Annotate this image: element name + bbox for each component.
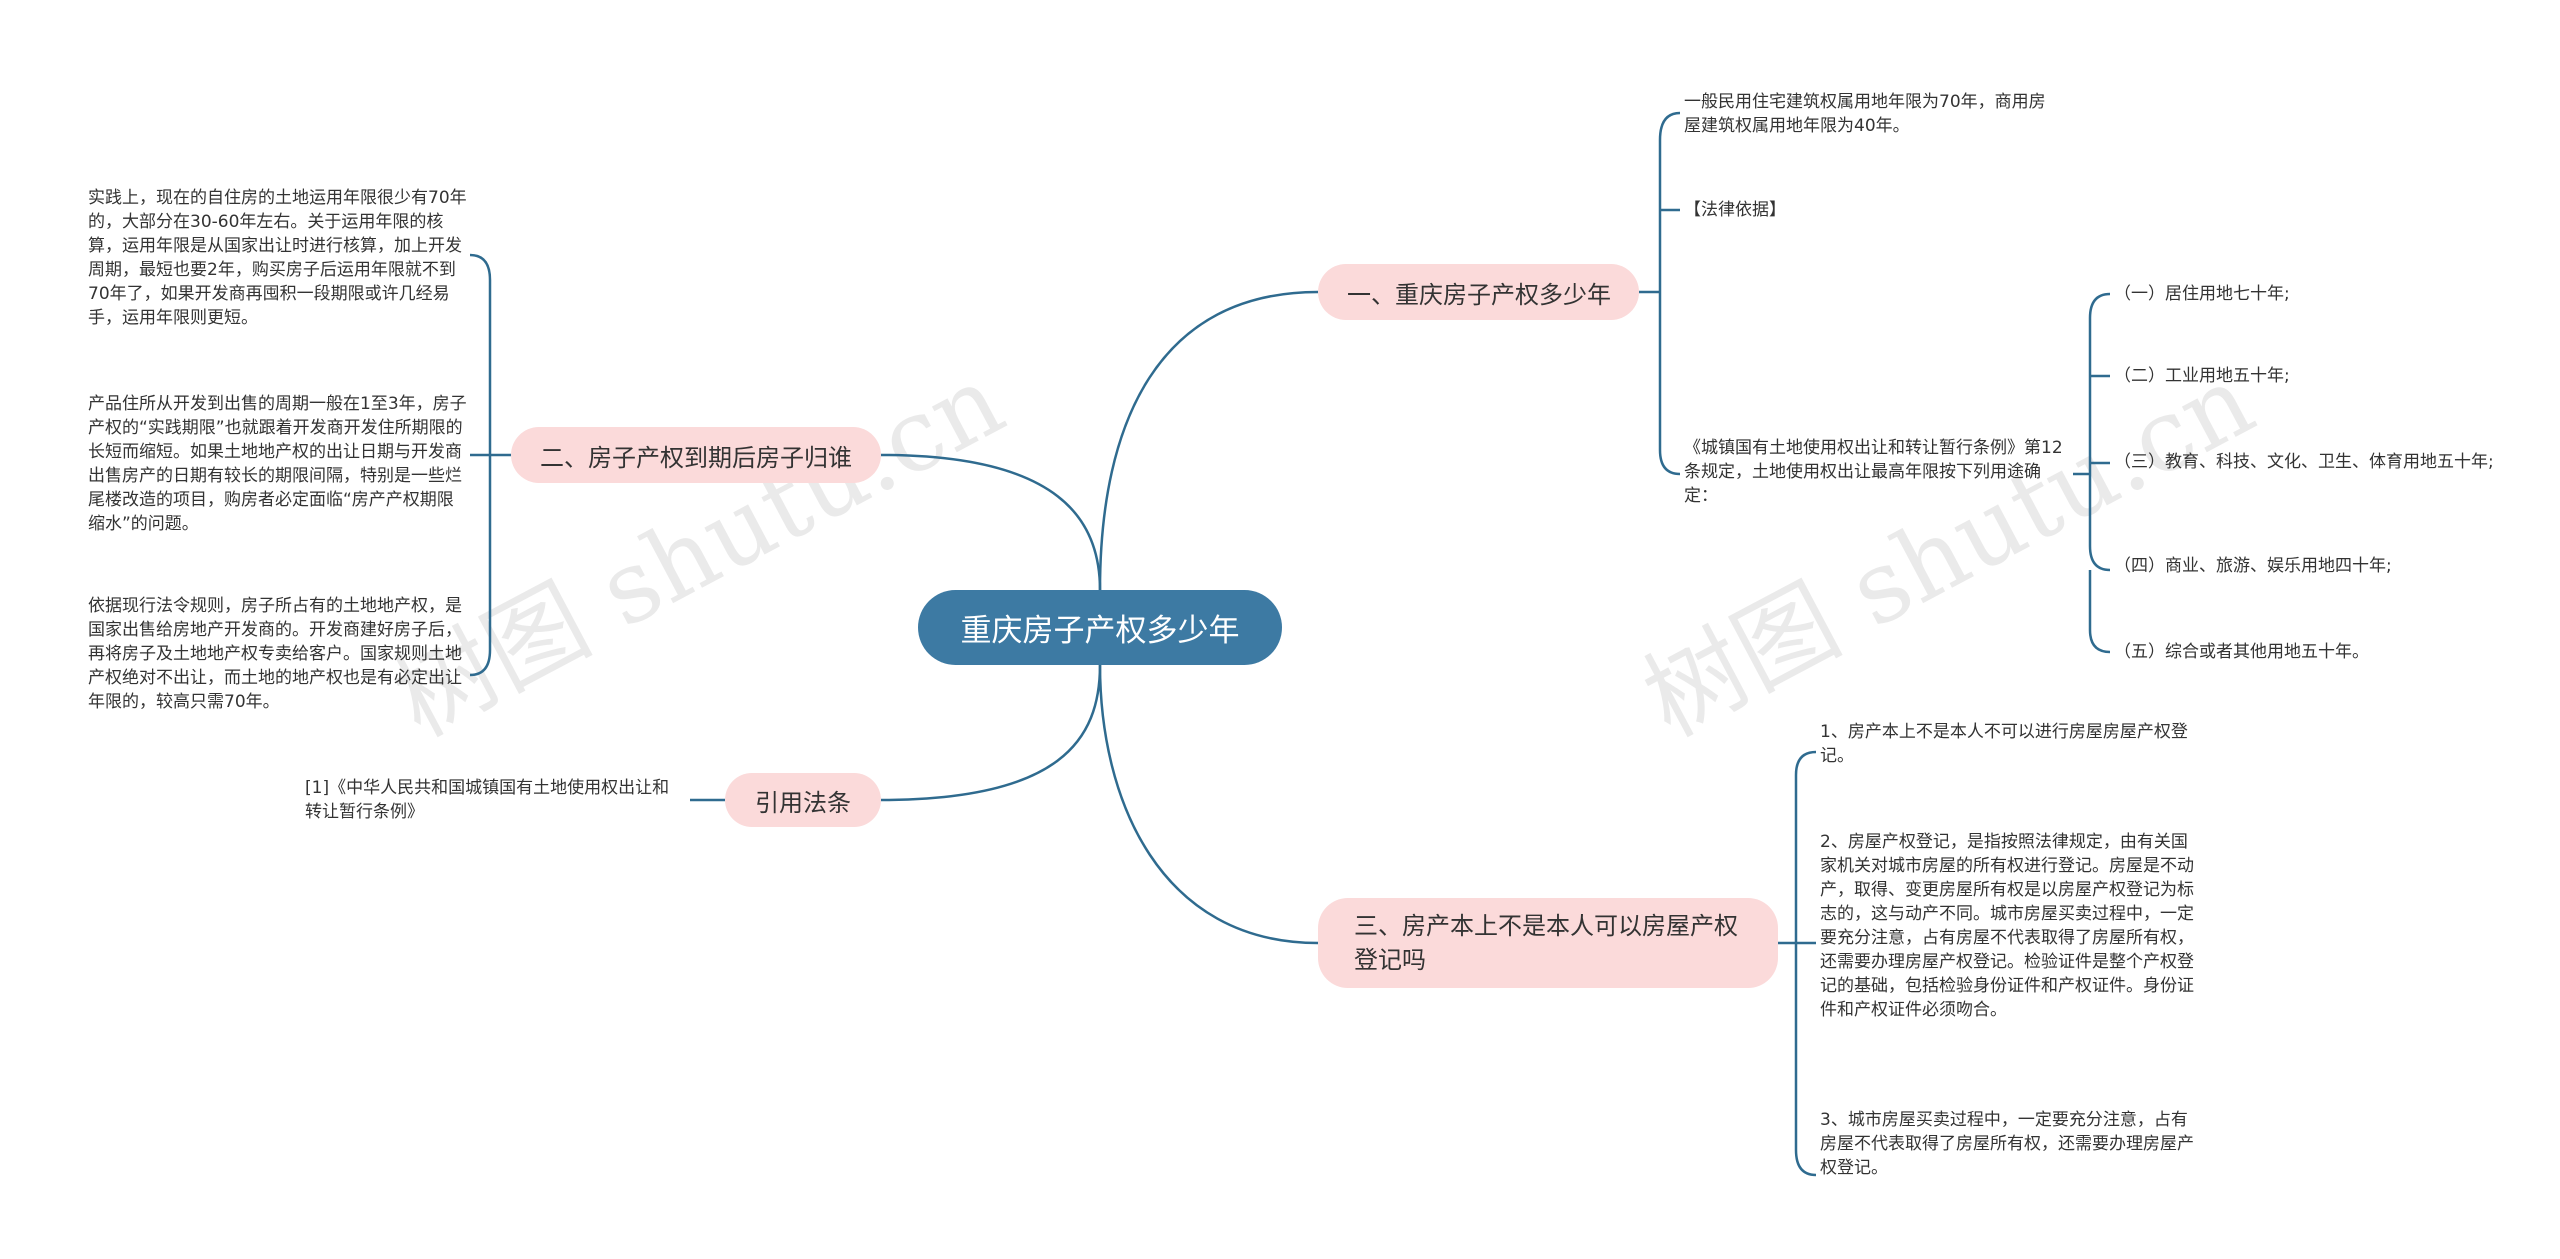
branch-node-2[interactable]: 二、房子产权到期后房子归谁	[511, 427, 881, 483]
branch-2-label: 二、房子产权到期后房子归谁	[540, 443, 852, 472]
root-label: 重庆房子产权多少年	[960, 613, 1240, 649]
branch-3-label: 三、房产本上不是本人可以房屋产权登记吗	[1354, 912, 1738, 974]
connector-root-branch1	[1098, 290, 1319, 591]
connector-root-branch2	[880, 453, 1102, 591]
branch-node-1[interactable]: 一、重庆房子产权多少年	[1318, 264, 1639, 320]
branch-1-leaf-years: 一般民用住宅建筑权属用地年限为70年，商用房屋建筑权属用地年限为40年。	[1684, 92, 2046, 136]
branch-node-3[interactable]: 三、房产本上不是本人可以房屋产权登记吗	[1318, 898, 1778, 988]
branch-3-leaf-1: 1、房产本上不是本人不可以进行房屋房屋产权登记。	[1820, 722, 2188, 766]
branch-1-label: 一、重庆房子产权多少年	[1347, 280, 1611, 309]
branch-3-leaf-2: 2、房屋产权登记，是指按照法律规定，由有关国家机关对城市房屋的所有权进行登记。房…	[1820, 832, 2194, 1020]
branch-1-leaf-regulation: 《城镇国有土地使用权出让和转让暂行条例》第12条规定，土地使用权出让最高年限按下…	[1684, 438, 2063, 506]
sub-item-3: （三）教育、科技、文化、卫生、体育用地五十年;	[2114, 452, 2494, 472]
branch-node-4[interactable]: 引用法条	[725, 773, 881, 827]
branch-2-leaf-2: 产品住所从开发到出售的周期一般在1至3年，房子产权的“实践期限”也就跟着开发商开…	[88, 394, 467, 534]
sub-item-4: （四）商业、旅游、娱乐用地四十年;	[2114, 556, 2392, 576]
bracket-branch1	[1658, 111, 1681, 292]
branch-1-leaf-basis: 【法律依据】	[1684, 200, 1786, 220]
branch-4-label: 引用法条	[755, 788, 851, 817]
branch-3-leaf-3: 3、城市房屋买卖过程中，一定要充分注意，占有房屋不代表取得了房屋所有权，还需要办…	[1820, 1110, 2194, 1178]
sub-item-1: （一）居住用地七十年;	[2114, 284, 2290, 304]
connector-root-branch3	[1098, 664, 1319, 945]
branch-2-leaf-1: 实践上，现在的自住房的土地运用年限很少有70年的，大部分在30-60年左右。关于…	[88, 188, 467, 328]
connector-root-branch4	[880, 664, 1102, 802]
sub-item-5: （五）综合或者其他用地五十年。	[2114, 642, 2369, 662]
sub-item-2: （二）工业用地五十年;	[2114, 366, 2290, 386]
branch-4-leaf-1: [1]《中华人民共和国城镇国有土地使用权出让和转让暂行条例》	[305, 778, 670, 822]
root-node[interactable]: 重庆房子产权多少年	[918, 590, 1282, 665]
branch-2-leaf-3: 依据现行法令规则，房子所占有的土地地产权，是国家出售给房地产开发商的。开发商建好…	[88, 596, 462, 712]
